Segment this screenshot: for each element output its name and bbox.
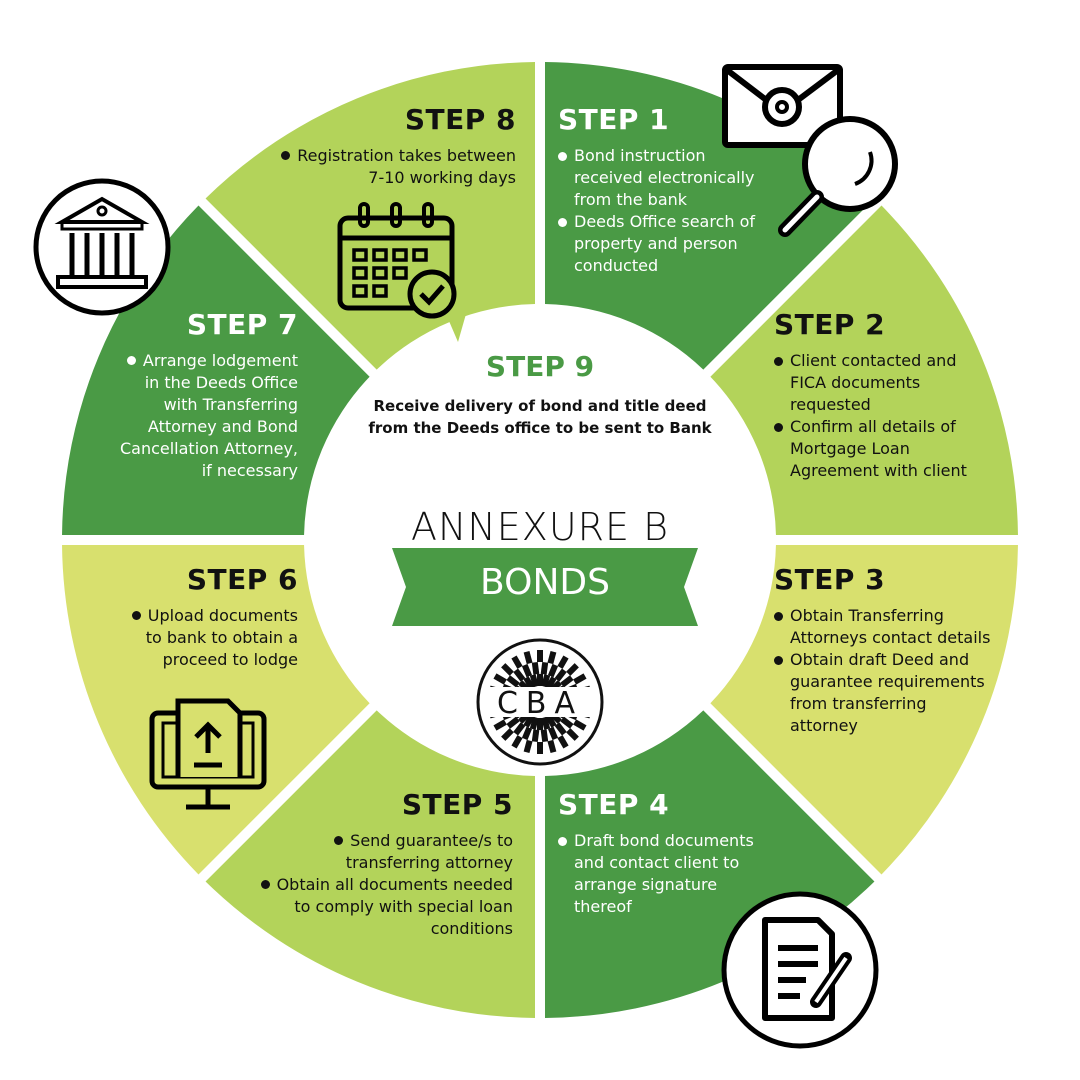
document-pen-icon	[721, 891, 879, 1049]
logo-petal	[540, 661, 549, 675]
logo-petal	[545, 676, 557, 690]
logo-petal	[557, 735, 569, 749]
logo-petal	[554, 668, 567, 682]
logo-petal	[545, 714, 557, 728]
logo-petal	[573, 673, 587, 685]
logo-petal	[566, 728, 579, 741]
logo-petal	[566, 663, 579, 676]
bonds-banner	[392, 548, 698, 626]
step-3-sector	[710, 544, 1018, 875]
step-9-title: STEP 9	[485, 350, 595, 383]
step-title: STEP 2	[774, 308, 886, 341]
center-circle	[310, 310, 770, 770]
logo-petal	[513, 668, 526, 682]
envelope-search-icon	[722, 64, 898, 237]
calendar-check-icon	[337, 202, 457, 319]
logo-petal	[531, 729, 540, 743]
step-title: STEP 6	[186, 563, 298, 596]
step-5-sector	[205, 710, 536, 1018]
logo-petal	[573, 719, 587, 731]
step-2-sector	[710, 205, 1018, 536]
step-title: STEP 8	[404, 103, 516, 136]
logo-petal	[557, 655, 569, 669]
bonds-banner-label: BONDS	[480, 562, 610, 603]
step-title: STEP 5	[401, 788, 513, 821]
logo-petal	[521, 663, 533, 678]
logo-petal	[501, 728, 514, 741]
logo-petal	[560, 675, 574, 688]
logo-petal	[540, 729, 549, 743]
logo-petal	[537, 650, 543, 662]
logo-petal	[493, 719, 507, 731]
svg-text:CBA: CBA	[497, 686, 583, 721]
monitor-upload-icon	[149, 698, 267, 810]
logo-petal	[531, 661, 540, 675]
logo-petal	[506, 675, 520, 688]
logo-petal	[547, 726, 559, 741]
bank-building-icon	[33, 178, 171, 316]
annexure-title: ANNEXURE B	[410, 505, 670, 549]
logo-petal	[521, 726, 533, 741]
logo-petal	[523, 676, 535, 690]
logo-petal	[506, 716, 520, 729]
logo-petal	[554, 722, 567, 736]
logo-petal	[547, 663, 559, 678]
logo-petal	[537, 742, 543, 754]
step-title: STEP 1	[558, 103, 670, 136]
logo-petal	[537, 718, 543, 730]
step-title: STEP 3	[774, 563, 886, 596]
logo-petal	[537, 674, 543, 686]
step-title: STEP 4	[558, 788, 670, 821]
logo-petal	[493, 673, 507, 685]
logo-petal	[513, 722, 526, 736]
logo-petal	[501, 663, 514, 676]
step-title: STEP 7	[186, 308, 298, 341]
logo-petal	[511, 655, 523, 669]
cba-logo: CBA	[476, 638, 604, 766]
logo-petal	[511, 735, 523, 749]
logo-petal	[523, 714, 535, 728]
logo-petal	[560, 716, 574, 729]
step-9: STEP 9 Receive delivery of bond and titl…	[340, 350, 740, 439]
